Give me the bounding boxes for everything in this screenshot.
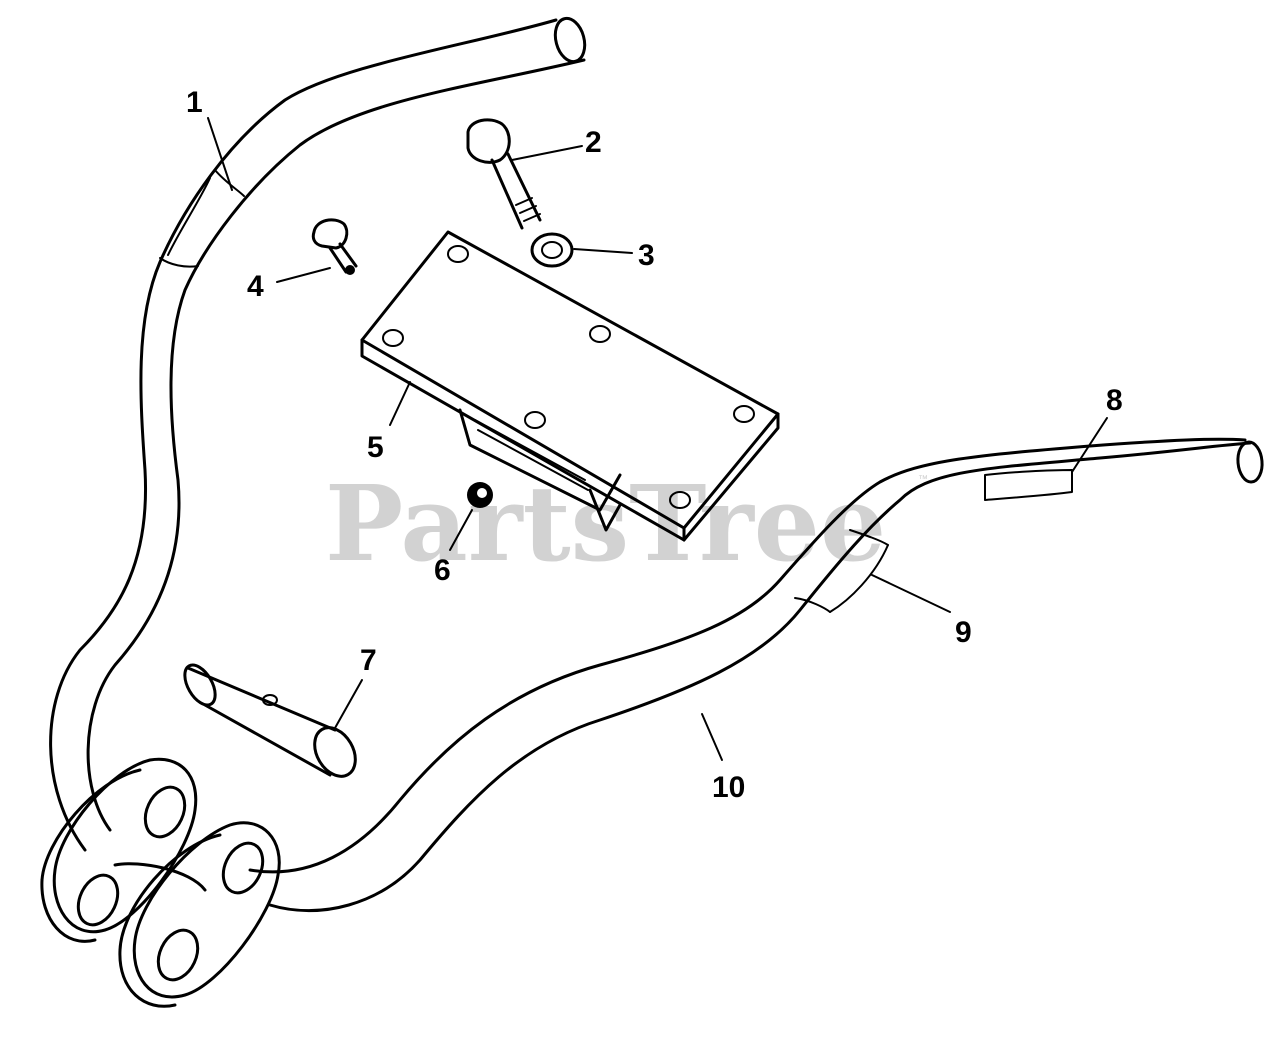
pin-right-end — [313, 726, 357, 778]
bend-sleeve-side-edge — [829, 544, 889, 613]
leader-lines — [207, 117, 1108, 761]
tube-left-outer-edge — [49, 18, 558, 852]
washer — [530, 232, 574, 268]
plate-hole-3 — [589, 325, 611, 343]
clevis-left-hole-upper — [143, 785, 187, 839]
bend-sleeve — [794, 529, 889, 613]
plate-right-edge — [682, 412, 780, 542]
pin-cross-hole — [262, 694, 278, 706]
handlebar-tube — [49, 16, 1264, 913]
plate-underside-ribs — [474, 419, 589, 491]
callout-4: 4 — [247, 270, 264, 303]
carriage-bolt-shank — [328, 242, 358, 274]
leader-5 — [389, 381, 411, 426]
right-tube-end-cap — [1236, 440, 1264, 484]
plate-hole-4 — [524, 411, 546, 429]
callout-7: 7 — [360, 644, 377, 677]
bend-sleeve-lower-edge — [794, 597, 831, 613]
clevis-plate-right — [118, 821, 281, 1008]
plate-hole-2 — [382, 329, 404, 347]
left-grip-sleeve — [159, 169, 245, 268]
plate-hole-1 — [447, 245, 469, 263]
bend-sleeve-upper-edge — [849, 529, 889, 546]
callout-6: 6 — [434, 554, 451, 587]
tube-left-inner-edge — [86, 58, 586, 832]
watermark-trademark: ™ — [918, 474, 928, 485]
plate-hole-5 — [733, 405, 755, 423]
leader-1 — [207, 117, 233, 191]
pin-left-end — [183, 663, 217, 707]
pin-body-edges — [186, 666, 337, 777]
leader-10 — [701, 713, 723, 761]
tube-right-inner-edge — [248, 437, 1247, 874]
pin — [183, 663, 357, 778]
leader-8 — [1071, 417, 1108, 473]
callout-2: 2 — [585, 126, 602, 159]
clevis-left-bottom-thickness — [40, 878, 97, 943]
leader-2 — [511, 145, 583, 161]
watermark-text: PartsTree — [325, 462, 886, 585]
washer-outer-ring — [530, 232, 574, 268]
bolt-head — [466, 118, 511, 164]
washer-inner-ring — [541, 241, 563, 259]
left-sleeve-bottom-edge — [159, 257, 199, 268]
mounting-plate — [360, 230, 780, 542]
carriage-bolt — [311, 218, 358, 275]
right-grip-sleeve — [984, 469, 1073, 501]
plate-underside-tab — [588, 488, 622, 532]
tube-right-outer-edge — [268, 441, 1252, 913]
clevis-right-thickness — [118, 833, 222, 952]
plate-underside-bracket — [458, 408, 622, 512]
plate-front-edge — [360, 338, 686, 542]
right-sleeve-body — [984, 469, 1073, 501]
bolt-shank — [490, 152, 542, 230]
clevis-left-thickness — [40, 768, 142, 882]
clevis-left-face — [52, 757, 198, 934]
clevis-right-hole-upper — [221, 841, 265, 895]
nut — [467, 482, 493, 508]
clevis-right-face — [132, 821, 281, 999]
plate-hole-6 — [669, 491, 691, 509]
leader-6 — [449, 509, 473, 551]
bolt-thread — [515, 197, 541, 222]
leader-7 — [334, 679, 363, 729]
callout-1: 1 — [186, 86, 203, 119]
carriage-bolt-tip — [345, 265, 355, 275]
callout-3: 3 — [638, 239, 655, 272]
callout-5: 5 — [367, 431, 384, 464]
clevis-plate-left — [40, 757, 198, 943]
leader-3 — [573, 248, 633, 254]
leader-9 — [871, 574, 951, 613]
nut-hole — [477, 488, 487, 498]
bolt — [466, 118, 542, 230]
clevis-right-hole-lower — [156, 928, 200, 982]
clevis-right-bottom-thickness — [118, 948, 177, 1008]
leader-4 — [276, 267, 331, 283]
clevis-left-hole-lower — [76, 873, 120, 927]
callout-labels: 1 2 3 4 5 6 7 8 9 10 — [186, 86, 1123, 804]
left-sleeve-left-edge — [167, 177, 211, 256]
left-tube-end-cap — [553, 16, 587, 64]
carriage-bolt-head — [311, 218, 349, 250]
callout-8: 8 — [1106, 384, 1123, 417]
callout-10: 10 — [712, 771, 745, 804]
callout-9: 9 — [955, 616, 972, 649]
